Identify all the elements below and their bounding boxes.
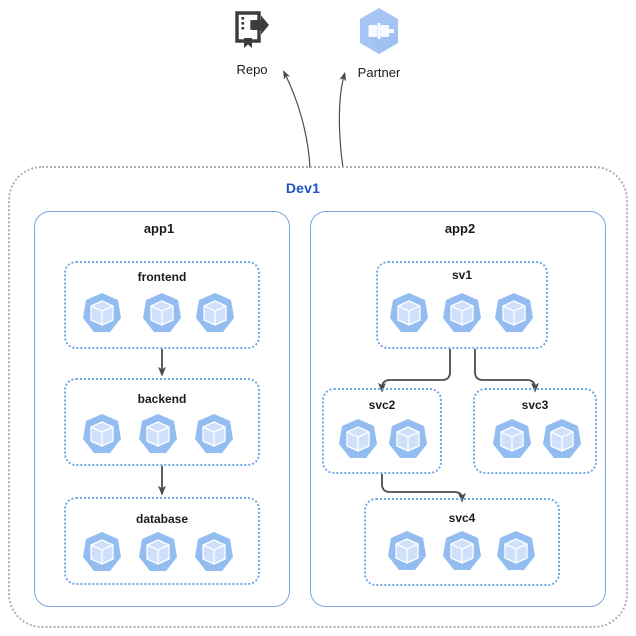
service-box-svc4[interactable] bbox=[364, 498, 560, 586]
flow-sv1-to-svc3 bbox=[474, 349, 539, 393]
pod-icon bbox=[496, 530, 536, 572]
pod-icon bbox=[389, 292, 429, 334]
pod-icon bbox=[492, 418, 532, 460]
service-box-frontend[interactable] bbox=[64, 261, 260, 349]
service-box-sv1[interactable] bbox=[376, 261, 548, 349]
pod-icon bbox=[442, 530, 482, 572]
pod-icon bbox=[542, 418, 582, 460]
environment-label-dev1: Dev1 bbox=[285, 180, 321, 196]
service-label-svc2: svc2 bbox=[368, 398, 396, 412]
pod-icon bbox=[338, 418, 378, 460]
service-label-svc4: svc4 bbox=[448, 511, 476, 525]
service-label-backend: backend bbox=[137, 392, 187, 406]
app-label-app1: app1 bbox=[143, 221, 175, 236]
pod-icon bbox=[195, 292, 235, 334]
service-box-backend[interactable] bbox=[64, 378, 260, 466]
pod-icon bbox=[138, 531, 178, 573]
pod-icon bbox=[82, 292, 122, 334]
service-box-database[interactable] bbox=[64, 497, 260, 585]
service-label-database: database bbox=[135, 512, 189, 526]
partner-hexagon-icon bbox=[356, 6, 402, 56]
repo-icon bbox=[233, 11, 271, 51]
pod-icon bbox=[82, 413, 122, 455]
pod-icon bbox=[194, 413, 234, 455]
pod-icon bbox=[194, 531, 234, 573]
app-box-app1[interactable] bbox=[34, 211, 290, 607]
pod-icon bbox=[442, 292, 482, 334]
app-box-app2[interactable] bbox=[310, 211, 606, 607]
pod-icon bbox=[387, 530, 427, 572]
repo-label: Repo bbox=[236, 62, 268, 77]
flow-dev1-to-repo bbox=[283, 70, 311, 169]
pod-icon bbox=[82, 531, 122, 573]
flow-dev1-to-partner bbox=[338, 71, 347, 169]
pod-icon bbox=[138, 413, 178, 455]
service-label-sv1: sv1 bbox=[451, 268, 473, 282]
service-box-svc2[interactable] bbox=[322, 388, 442, 474]
service-box-svc3[interactable] bbox=[473, 388, 597, 474]
partner-label: Partner bbox=[357, 65, 401, 80]
pod-icon bbox=[494, 292, 534, 334]
service-label-svc3: svc3 bbox=[521, 398, 549, 412]
service-label-frontend: frontend bbox=[137, 270, 187, 284]
pod-icon bbox=[388, 418, 428, 460]
app-label-app2: app2 bbox=[444, 221, 476, 236]
environment-boundary-dev1 bbox=[8, 166, 628, 628]
flow-sv1-to-svc2 bbox=[378, 349, 451, 393]
flow-svc2-to-svc4 bbox=[381, 474, 466, 503]
pod-icon bbox=[142, 292, 182, 334]
